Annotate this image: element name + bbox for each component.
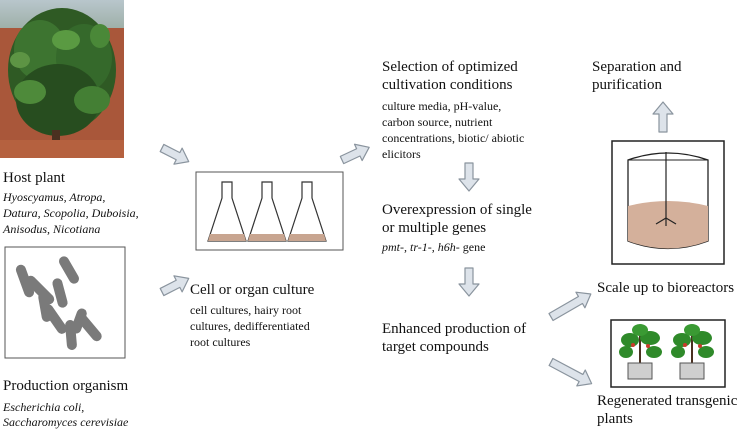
selection-title-line-1: Selection of optimized [382,59,518,75]
arrow-enhanced-to-regenerated [548,357,593,387]
culture-title: Cell or organ culture [190,282,315,298]
culture-line-1: cell cultures, hairy root [190,303,302,317]
host-species-line-1: Hyoscyamus, Atropa, [3,190,106,204]
overexpression-title-line-2: or multiple genes [382,220,487,236]
production-organism-title: Production organism [3,378,129,394]
production-species-line-1: Escherichia coli, [3,400,85,414]
scale-up-label: Scale up to bioreactors [597,280,735,296]
separation-line-2: purification [592,77,662,93]
host-plant-title: Host plant [3,170,66,186]
regenerated-line-2: plants [597,411,633,427]
arrow-selection-to-overexpression [458,162,480,192]
gene-suffix: gene [459,240,486,254]
regenerated-line-1: Regenerated transgenic [597,393,738,409]
enhanced-title-line-1: Enhanced production of [382,321,527,337]
enhanced-title-line-2: target compounds [382,339,489,355]
host-species-line-3: Anisodus, Nicotiana [3,222,101,236]
arrow-enhanced-to-scaleup [548,291,592,322]
selection-line-2: carbon source, nutrient [382,115,493,129]
selection-title-line-2: cultivation conditions [382,77,513,93]
transgenic-plants-illustration [610,319,726,388]
selection-line-4: elicitors [382,147,421,161]
selection-line-1: culture media, pH-value, [382,99,502,113]
arrow-organism-to-culture [159,275,190,297]
selection-line-3: concentrations, biotic/ abiotic [382,131,525,145]
host-species-line-2: Datura, Scopolia, Duboisia, [3,206,139,220]
separation-line-1: Separation and [592,59,682,75]
arrow-bioreactor-to-separation [652,101,674,133]
gene-names: pmt-, tr-1-, h6h- [382,240,460,254]
culture-line-2: cultures, dedifferentiated [190,319,310,333]
overexpression-genes-line: pmt-, tr-1-, h6h- gene [382,240,485,254]
host-plant-photo [0,0,124,158]
production-species-line-2: Saccharomyces cerevisiae [3,415,129,429]
flask-illustration [195,171,344,251]
arrow-culture-to-selection [339,143,370,165]
bacteria-illustration [4,246,126,359]
overexpression-title-line-1: Overexpression of single [382,202,532,218]
culture-line-3: root cultures [190,335,251,349]
arrow-overexpression-to-enhanced [458,267,480,297]
bioreactor-illustration [611,140,725,265]
arrow-host-to-culture [159,143,190,165]
